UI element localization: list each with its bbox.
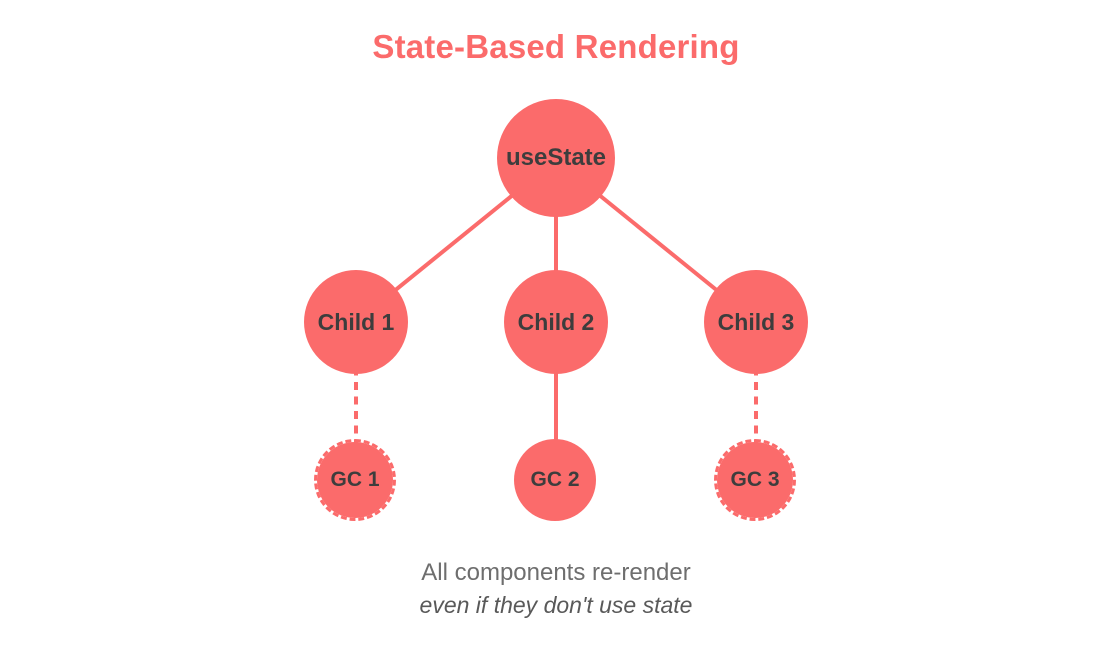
node-label: GC 1 — [330, 468, 380, 491]
caption-line-1: All components re-render — [421, 559, 691, 586]
node-gc-1: GC 1 — [314, 439, 396, 521]
node-child-2: Child 2 — [504, 270, 608, 374]
node-usestate: useState — [497, 99, 615, 217]
node-label: GC 3 — [730, 468, 780, 491]
node-child-1: Child 1 — [304, 270, 408, 374]
node-label: Child 1 — [317, 308, 395, 335]
node-label: useState — [505, 144, 607, 171]
node-gc-3: GC 3 — [714, 439, 796, 521]
caption-line-2: even if they don't use state — [419, 592, 693, 618]
node-label: Child 3 — [717, 308, 795, 335]
node-gc-2: GC 2 — [514, 439, 596, 521]
node-label: Child 2 — [517, 308, 595, 335]
node-child-3: Child 3 — [704, 270, 808, 374]
diagram-title: State-Based Rendering — [372, 28, 740, 65]
node-label: GC 2 — [530, 468, 580, 491]
